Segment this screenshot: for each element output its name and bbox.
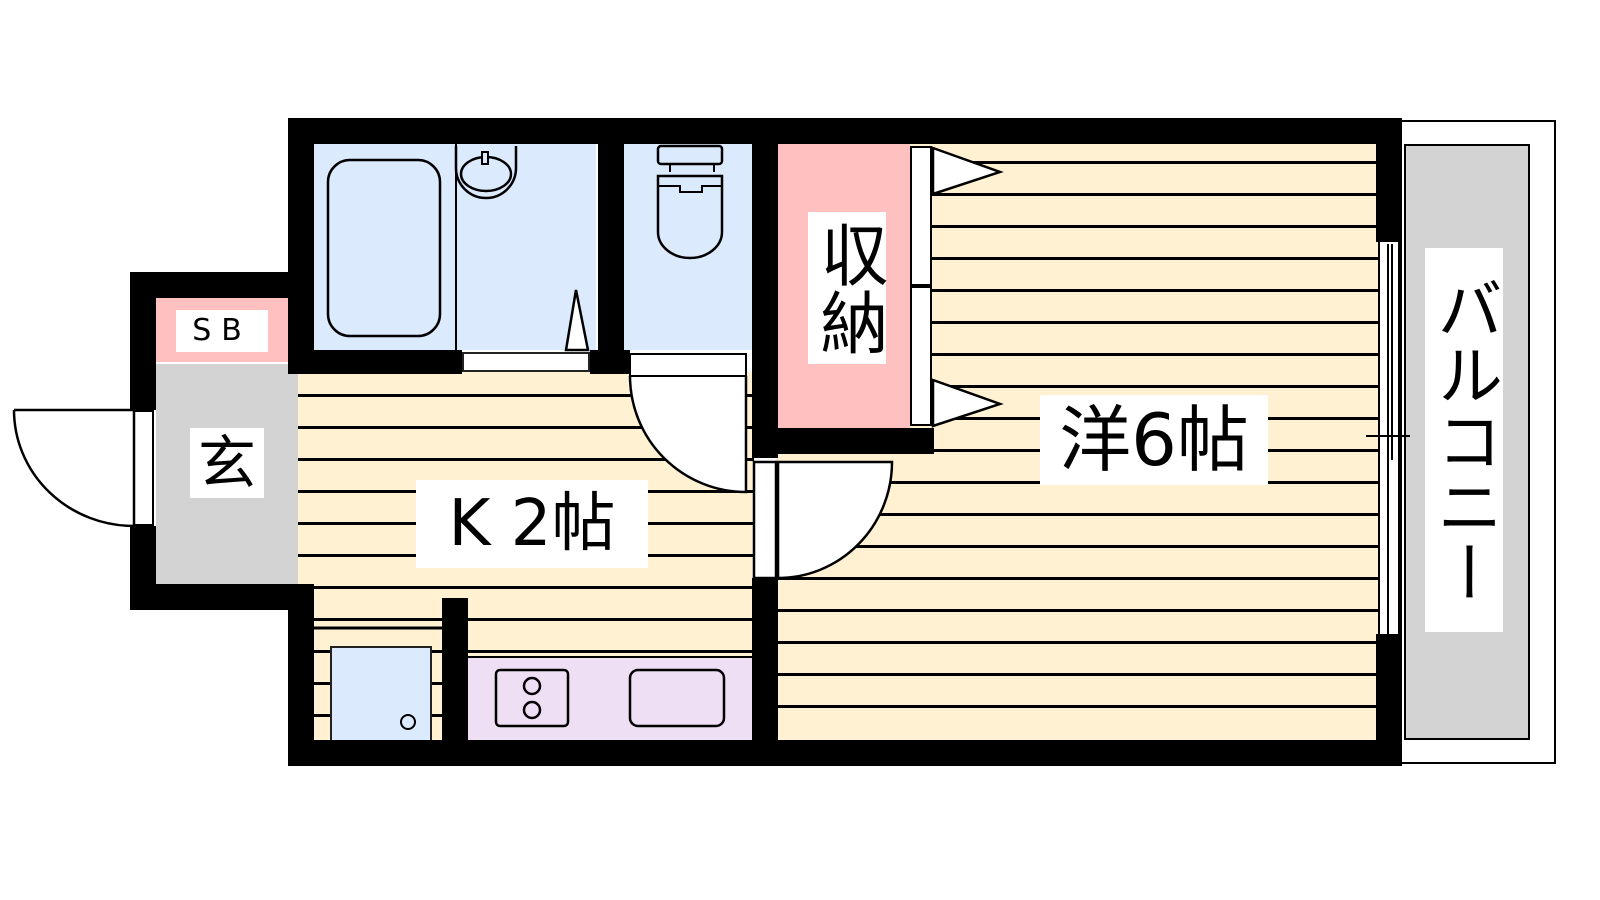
washing-machine-space — [330, 646, 432, 744]
sink-icon — [628, 668, 726, 728]
bath-door-swing-icon — [564, 289, 590, 352]
toilet-icon — [656, 144, 724, 260]
wall-entrance-bottom — [130, 584, 314, 610]
wall-top — [288, 118, 1400, 144]
kitchen-label: K 2帖 — [416, 480, 648, 568]
closet-door-lower[interactable] — [910, 286, 932, 426]
bathtub-icon — [326, 158, 442, 338]
wall-bath-toilet-divider — [598, 118, 624, 374]
wall-center-upper — [752, 118, 778, 458]
balcony-label: バルコニー — [1425, 248, 1503, 632]
entrance-door-swing-icon — [12, 408, 136, 528]
washbasin-icon — [454, 146, 518, 200]
wall-bath-bottom — [288, 350, 462, 374]
wall-left-upper — [288, 118, 314, 374]
wall-left-lower — [288, 584, 314, 766]
wall-center-lower — [752, 578, 778, 766]
entrance-label: 玄 — [190, 428, 264, 498]
wall-bottom — [288, 740, 1400, 766]
wall-right-lower — [1376, 634, 1402, 766]
western-room-label: 洋6帖 — [1040, 395, 1268, 485]
closet-door-upper[interactable] — [910, 146, 932, 286]
stove-icon — [494, 668, 570, 728]
bath-door-sill — [462, 352, 590, 372]
wall-entrance-left-top — [130, 272, 156, 410]
wall-entrance-top — [130, 272, 314, 298]
wall-kitchen-divider — [442, 598, 468, 766]
room-door-swing-icon — [752, 460, 894, 580]
wall-right-upper — [1376, 118, 1402, 242]
closet-door-arrow-lower-icon — [931, 378, 1004, 428]
closet-door-arrow-upper-icon — [931, 146, 1004, 196]
washer-drain-icon — [400, 714, 416, 730]
toilet-door-swing-icon — [628, 353, 748, 494]
storage-label: 収納 — [808, 212, 887, 364]
wall-closet-bottom — [752, 428, 934, 454]
shoe-box-label: SB — [176, 310, 268, 352]
